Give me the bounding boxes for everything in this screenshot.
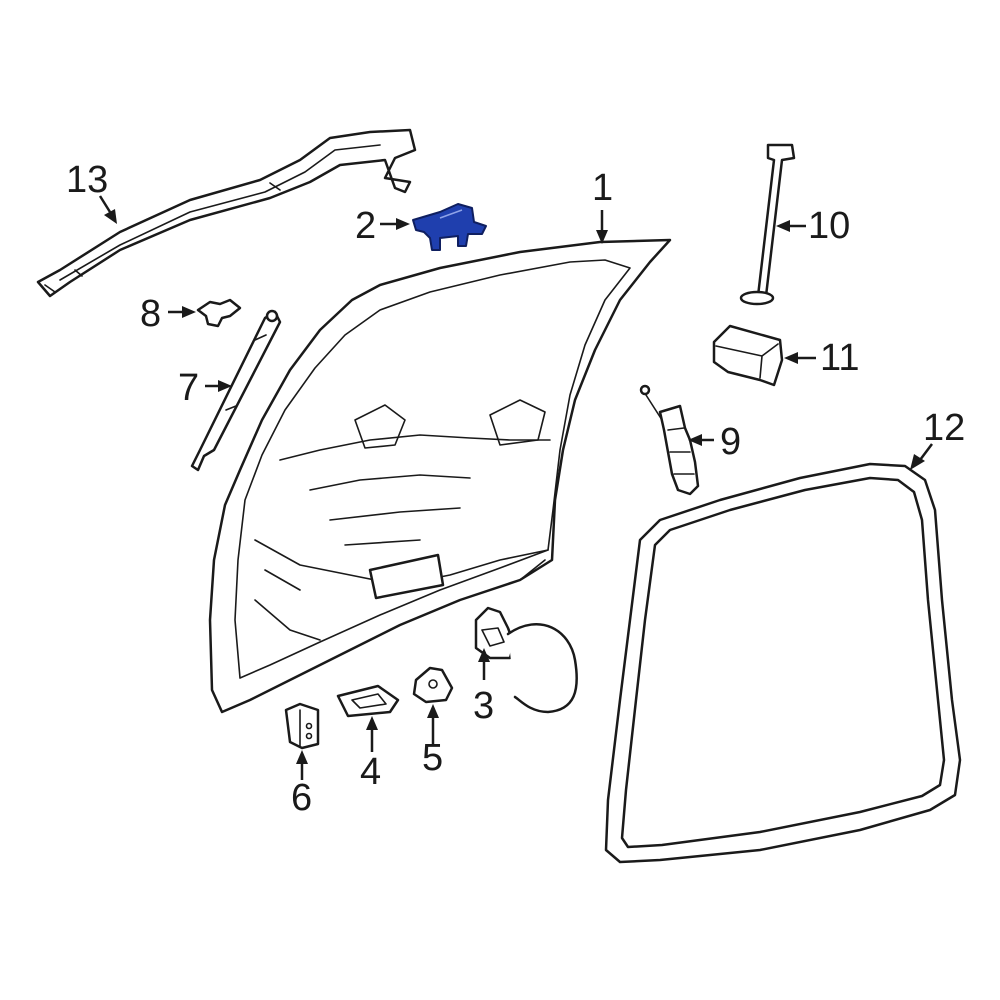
callout-12: 12 [923, 407, 965, 449]
callout-3: 3 [473, 685, 494, 727]
callout-1: 1 [592, 167, 613, 209]
callout-13: 13 [66, 159, 108, 201]
part-10-rod[interactable] [739, 143, 796, 306]
part-7-strut[interactable] [190, 309, 282, 472]
callout-10: 10 [808, 205, 850, 247]
hinge-body [412, 203, 487, 251]
part-3-latch-cable[interactable] [474, 606, 578, 714]
part-8-clip[interactable] [196, 298, 242, 328]
part-13-trim-strip[interactable] [36, 128, 417, 298]
part-5-striker[interactable] [412, 666, 454, 704]
callout-2: 2 [355, 205, 376, 247]
callout-8: 8 [140, 293, 161, 335]
part-6-switch[interactable] [284, 702, 320, 750]
leader-lines [98, 195, 933, 780]
callout-7: 7 [178, 367, 199, 409]
part-9-latch[interactable] [639, 384, 700, 496]
callout-11: 11 [820, 337, 859, 379]
callout-labels: 1 2 3 4 5 6 7 8 9 10 11 12 13 [66, 159, 965, 819]
callout-9: 9 [720, 421, 741, 463]
part-1-liftgate[interactable] [208, 238, 672, 714]
callout-4: 4 [360, 751, 381, 793]
part-4-bracket[interactable] [336, 684, 400, 718]
part-12-weatherstrip[interactable] [604, 462, 962, 864]
callout-6: 6 [291, 777, 312, 819]
part-2-hinge[interactable] [412, 203, 487, 251]
callout-5: 5 [422, 737, 443, 779]
part-11-module[interactable] [712, 324, 784, 387]
